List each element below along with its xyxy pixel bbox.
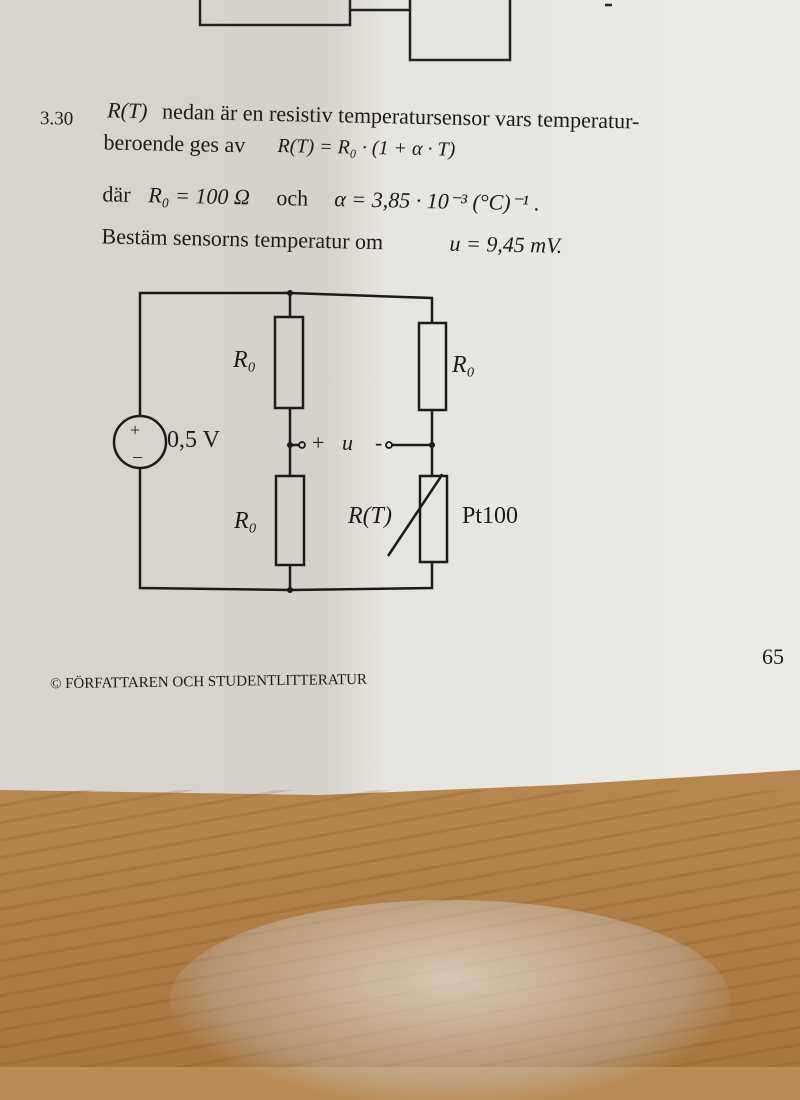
u-plus-sign: +: [312, 430, 325, 455]
voltage-source: [112, 414, 168, 470]
u-minus-sign: -: [375, 430, 383, 455]
u-label: u: [342, 430, 353, 455]
svg-text:+: +: [130, 420, 140, 440]
top-partial-circuit: [198, 0, 612, 62]
resistor-top-right: [417, 321, 448, 412]
r0-label-top-left: R₀: [233, 347, 257, 373]
sensor-type-label: Pt100: [462, 503, 519, 529]
terminal-minus: [385, 441, 393, 449]
terminal-plus: [298, 441, 306, 449]
page-number: 65: [762, 644, 784, 669]
sensor-resistor: [418, 474, 449, 564]
plastic-bag: [170, 900, 730, 1100]
svg-text:–: –: [132, 446, 143, 466]
source-voltage-label: 0,5 V: [167, 427, 220, 453]
resistor-bottom-left: [274, 474, 306, 567]
r0-label-bottom-left: R₀: [234, 508, 258, 534]
textbook-page: [0, 0, 800, 795]
r0-label-top-right: R₀: [452, 352, 476, 378]
bridge-circuit: + –: [112, 290, 449, 593]
resistor-top-left: [273, 315, 305, 410]
sensor-label: R(T): [348, 503, 392, 529]
